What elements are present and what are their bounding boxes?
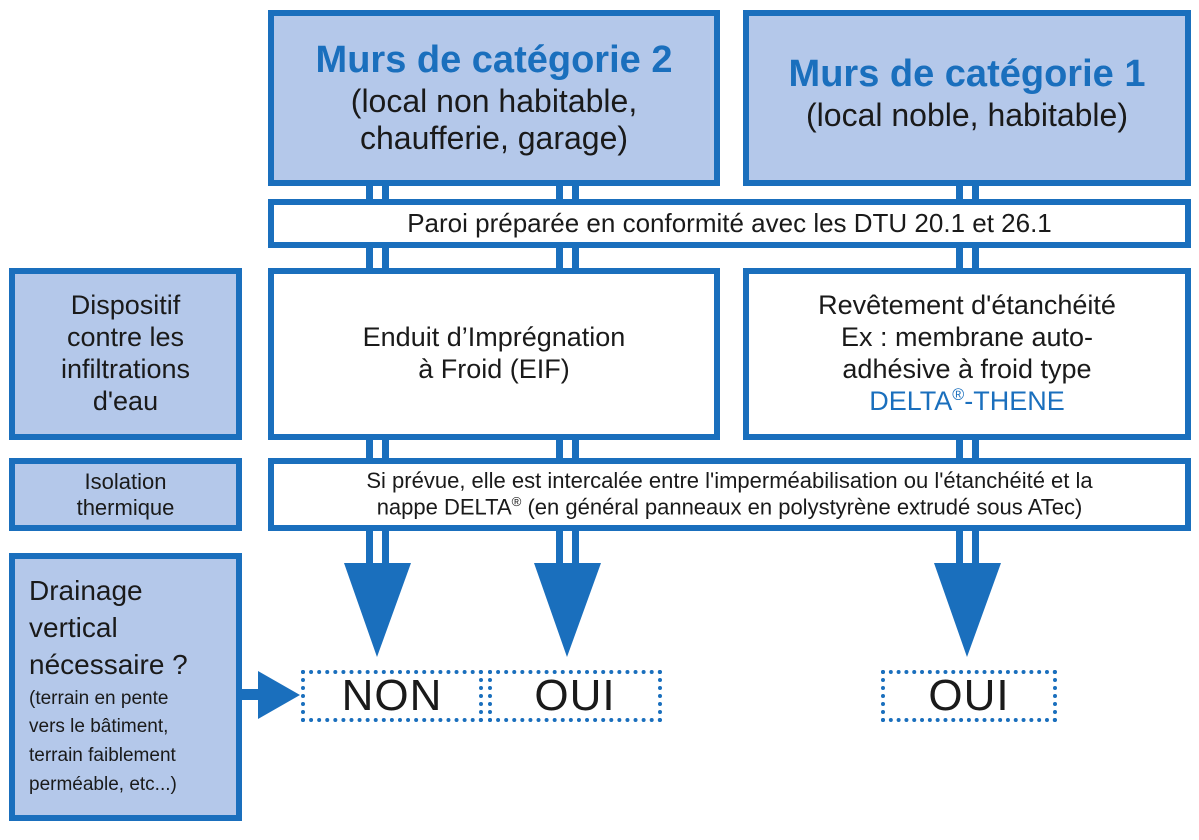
link-revet-isolation-a	[956, 440, 963, 460]
eif-line2: à Froid (EIF)	[418, 354, 570, 384]
dispositif-label-line1: Dispositif	[70, 290, 181, 321]
isolation-text-line2-mark: ®	[511, 494, 522, 510]
cat1-header-box: Murs de catégorie 1 (local noble, habita…	[743, 10, 1191, 186]
isolation-text-line2-a: nappe DELTA	[376, 494, 512, 520]
arrow-oui-right-shaft-b	[972, 530, 979, 570]
arrow-non-shaft-b	[382, 530, 389, 570]
revetement-line2: Ex : membrane auto-	[840, 322, 1094, 353]
arrow-oui-right-shaft-a	[956, 530, 963, 570]
drainage-note-line1: (terrain en pente	[29, 687, 169, 709]
arrow-oui-mid-shaft-a	[556, 530, 563, 570]
isolation-label-line1: Isolation	[84, 468, 167, 494]
drainage-title-line2: vertical	[29, 611, 118, 643]
isolation-text-line2: nappe DELTA® (en général panneaux en pol…	[377, 494, 1083, 520]
drainage-note-line3: terrain faiblement	[29, 745, 176, 767]
dispositif-label-line3: infiltrations	[60, 354, 191, 384]
arrow-oui-right-head	[934, 563, 1001, 657]
arrow-oui-mid-shaft-b	[572, 530, 579, 570]
revetement-line1: Revêtement d'étanchéité	[818, 290, 1116, 321]
arrow-non-shaft-a	[366, 530, 373, 570]
isolation-text-line1: Si prévue, elle est intercalée entre l'i…	[366, 468, 1093, 494]
product-name-base: DELTA	[869, 385, 953, 416]
answer-oui-middle-box: OUI	[488, 670, 662, 722]
cat2-subtitle-line2: chaufferie, garage)	[359, 120, 629, 157]
cat2-header-box: Murs de catégorie 2 (local non habitable…	[268, 10, 720, 186]
link-eif-isolation-c	[556, 440, 563, 460]
answer-oui-middle: OUI	[534, 671, 616, 720]
drainage-title-line1: Drainage	[29, 575, 143, 606]
link-revet-isolation-b	[972, 440, 979, 460]
drainage-note-line2: vers le bâtiment,	[29, 716, 169, 738]
product-name-suffix: -THENE	[964, 385, 1065, 416]
revetement-line3: adhésive à froid type	[842, 354, 1092, 384]
isolation-text-line2-b: (en général panneaux en polystyrène extr…	[521, 494, 1083, 520]
arrow-drainage-head	[258, 671, 300, 719]
product-name: DELTA®-THENE	[869, 386, 1064, 418]
revetement-box: Revêtement d'étanchéité Ex : membrane au…	[743, 268, 1191, 440]
cat2-title: Murs de catégorie 2	[315, 38, 673, 81]
answer-non-box: NON	[301, 670, 483, 722]
isolation-text-box: Si prévue, elle est intercalée entre l'i…	[268, 458, 1191, 531]
dispositif-label-line4: d'eau	[92, 385, 159, 416]
paroi-box: Paroi préparée en conformité avec les DT…	[268, 199, 1191, 248]
paroi-text: Paroi préparée en conformité avec les DT…	[407, 208, 1052, 239]
link-eif-isolation-d	[572, 440, 579, 460]
drainage-note-line4: perméable, etc...)	[29, 773, 177, 795]
arrow-drainage-shaft	[240, 689, 262, 700]
drainage-question-box: Drainage vertical nécessaire ? (terrain …	[9, 553, 242, 821]
arrow-non-head	[344, 563, 411, 657]
drainage-title-line3: nécessaire ?	[29, 648, 188, 680]
arrow-oui-mid-head	[534, 563, 601, 657]
answer-oui-right: OUI	[928, 671, 1010, 720]
isolation-label-box: Isolation thermique	[9, 458, 242, 531]
answer-oui-right-box: OUI	[881, 670, 1057, 722]
link-eif-isolation-a	[366, 440, 373, 460]
eif-line1: Enduit d’Imprégnation	[362, 322, 626, 353]
dispositif-label-line2: contre les	[66, 322, 185, 353]
answer-non: NON	[341, 671, 443, 720]
cat1-subtitle: (local noble, habitable)	[806, 96, 1128, 133]
dispositif-label-box: Dispositif contre les infiltrations d'ea…	[9, 268, 242, 440]
link-eif-isolation-b	[382, 440, 389, 460]
cat2-subtitle-line1: (local non habitable,	[350, 82, 638, 119]
isolation-label-line2: thermique	[76, 494, 175, 520]
eif-box: Enduit d’Imprégnation à Froid (EIF)	[268, 268, 720, 440]
cat1-title: Murs de catégorie 1	[788, 53, 1146, 95]
product-name-mark: ®	[952, 385, 965, 404]
